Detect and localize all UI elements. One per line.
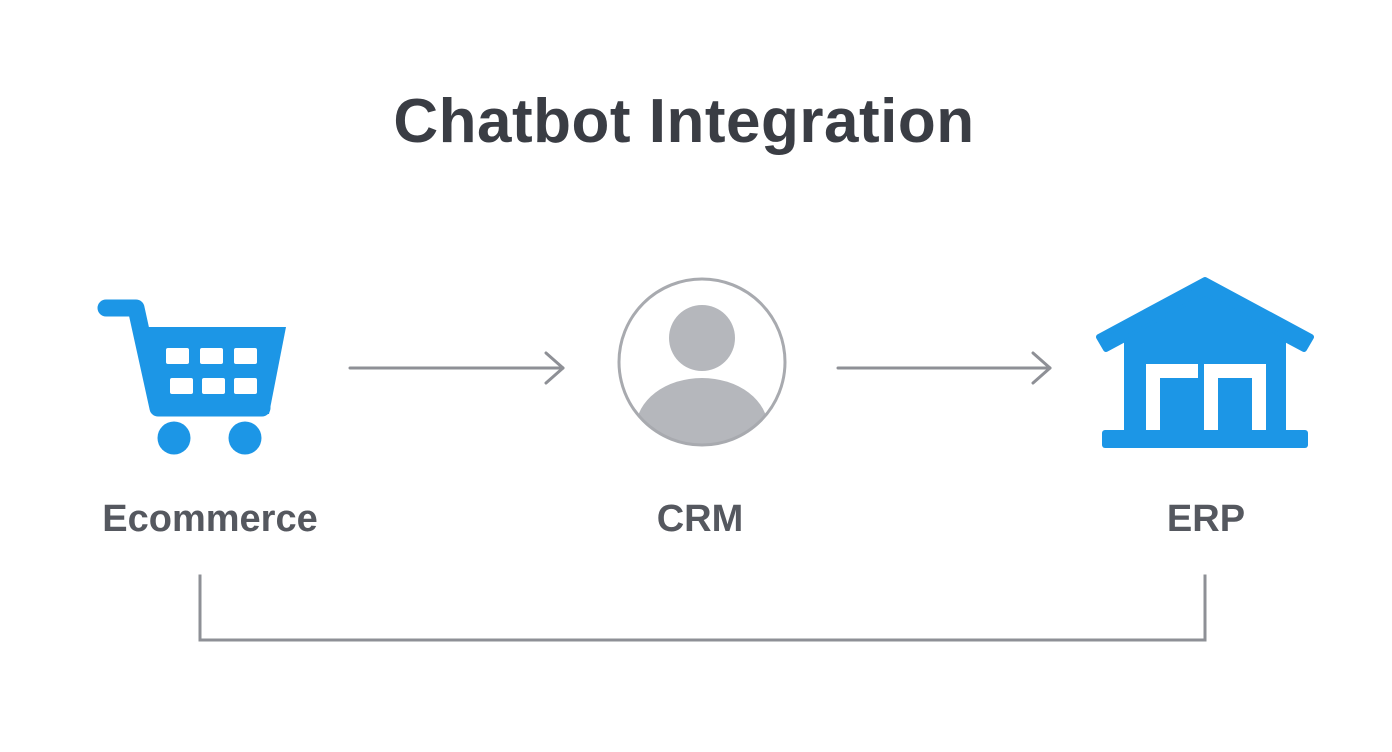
node-label-erp: ERP <box>1166 498 1246 540</box>
warehouse-icon <box>1096 277 1314 448</box>
arrow-crm-to-erp <box>836 351 1052 385</box>
node-label-crm: CRM <box>656 498 744 540</box>
diagram-title: Chatbot Integration <box>393 87 975 156</box>
node-label-ecommerce: Ecommerce <box>102 498 318 540</box>
bracket-ecommerce-erp <box>198 574 1207 642</box>
arrow-ecommerce-to-crm <box>348 351 565 385</box>
user-avatar-icon <box>617 277 787 447</box>
shopping-cart-icon <box>97 299 286 455</box>
